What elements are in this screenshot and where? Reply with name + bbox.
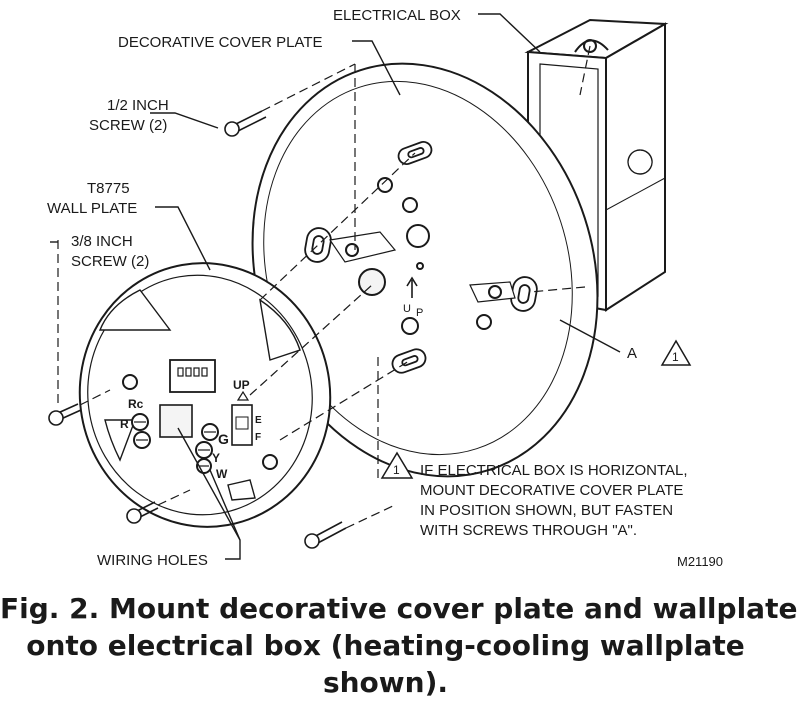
- terminal-w: W: [216, 467, 228, 481]
- leader-lines: [50, 13, 621, 560]
- label-t8775: T8775: [87, 180, 130, 197]
- up-letter-p: P: [416, 307, 423, 319]
- label-three-eighths: 3/8 INCH: [71, 233, 133, 250]
- label-wiring-holes: WIRING HOLES: [97, 552, 208, 569]
- alignment-lines: [57, 45, 591, 529]
- three-eighths-screw-bottom: [126, 501, 159, 524]
- figure-caption: Fig. 2. Mount decorative cover plate and…: [0, 590, 797, 707]
- note-line-3: IN POSITION SHOWN, BUT FASTEN: [420, 502, 673, 519]
- figure-code: M21190: [677, 554, 723, 569]
- three-eighths-screw-left: [48, 403, 82, 426]
- wallplate-up-label: UP: [233, 378, 250, 392]
- half-inch-screw-top: [224, 110, 267, 137]
- diagram-canvas: U P UP Rc R G Y W E F: [47, 7, 723, 569]
- label-three-eighths-screw: SCREW (2): [71, 253, 149, 270]
- switch-label-f: F: [255, 432, 261, 443]
- callout-a-warning-triangle-icon: [660, 339, 692, 366]
- callout-a-number: 1: [672, 350, 679, 364]
- terminal-r: R: [120, 417, 129, 431]
- note-line-1: IF ELECTRICAL BOX IS HORIZONTAL,: [420, 462, 688, 479]
- callout-a-label: A: [627, 345, 637, 362]
- label-half-inch-screw: SCREW (2): [89, 117, 167, 134]
- label-half-inch: 1/2 INCH: [107, 97, 169, 114]
- caption-line-2: onto electrical box (heating-cooling wal…: [26, 629, 745, 662]
- terminal-y: Y: [212, 451, 220, 465]
- wallplate-up-triangle-icon: [236, 390, 250, 401]
- label-electrical-box: ELECTRICAL BOX: [333, 7, 461, 24]
- label-decorative-cover-plate: DECORATIVE COVER PLATE: [118, 34, 323, 51]
- half-inch-screw-bottom: [304, 521, 347, 549]
- note-line-4: WITH SCREWS THROUGH "A".: [420, 522, 637, 539]
- note-number: 1: [393, 463, 400, 477]
- note-line-2: MOUNT DECORATIVE COVER PLATE: [420, 482, 683, 499]
- terminal-rc: Rc: [128, 397, 144, 411]
- caption-line-3: shown).: [322, 666, 449, 699]
- t8775-wall-plate: [78, 262, 332, 528]
- switch-label-e: E: [255, 415, 262, 426]
- caption-line-1: Fig. 2. Mount decorative cover plate and…: [0, 592, 797, 625]
- label-wall-plate: WALL PLATE: [47, 200, 137, 217]
- up-arrow-icon: [406, 276, 418, 298]
- up-letter-u: U: [403, 303, 411, 315]
- exploded-assembly-diagram: U P UP Rc R G Y W E F: [47, 7, 723, 569]
- note-warning-triangle-icon: [380, 451, 414, 479]
- terminal-g: G: [218, 431, 229, 447]
